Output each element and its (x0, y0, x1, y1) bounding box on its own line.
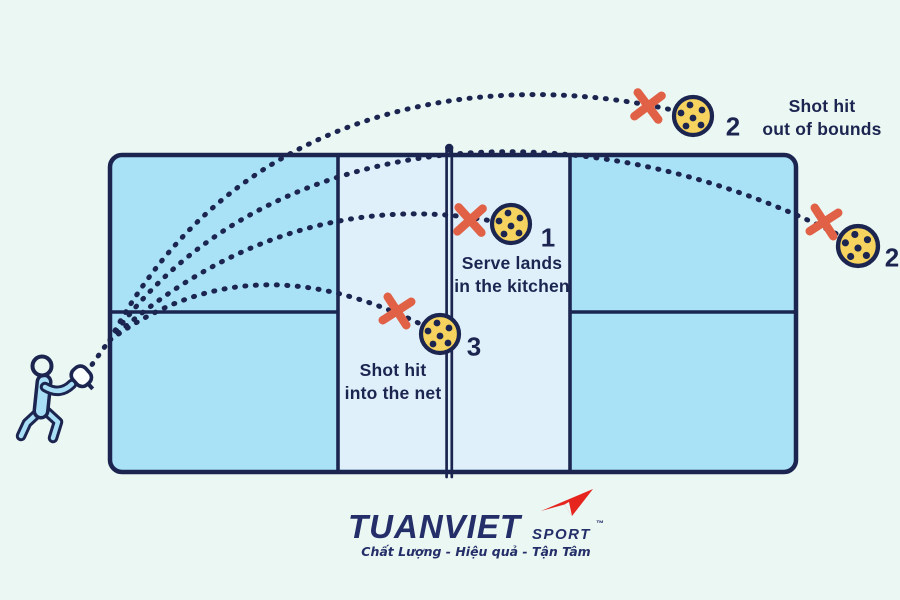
serve-kitchen-label: Serve lands in the kitchen (454, 252, 570, 298)
player-head (30, 354, 54, 378)
ball-number-kitchen: 1 (540, 222, 556, 253)
ball-number-net: 3 (466, 331, 482, 362)
net-shot-label: Shot hit into the net (345, 359, 442, 405)
net-shot-label-line2: into the net (344, 383, 442, 403)
net (445, 143, 454, 479)
logo-tagline: Chất Lượng - Hiệu quả - Tận Tâm (361, 544, 591, 559)
net-post-top (445, 143, 454, 153)
ball-number-out-top: 2 (725, 111, 741, 142)
logo-plane-icon (541, 489, 593, 516)
out-of-bounds-label-line2: out of bounds (762, 119, 882, 139)
player-icon (15, 354, 95, 444)
ball-number-out-right: 2 (884, 242, 900, 273)
pickleball-icon-kitchen (492, 205, 530, 243)
logo-trademark: ™ (596, 519, 604, 528)
paddle-icon (69, 364, 95, 391)
pickleball-icon-net (421, 315, 459, 353)
net-shot-label-line1: Shot hit (359, 360, 427, 380)
trajectory-launch (83, 342, 109, 376)
serve-kitchen-label-line2: in the kitchen (454, 276, 570, 296)
tuanviet-sport-logo: TUANVIET SPORT ™ Chất Lượng - Hiệu quả -… (348, 487, 604, 562)
trajectory-out-right (107, 149, 861, 343)
kitchen-zone (338, 157, 570, 470)
trajectory-out-top (107, 92, 696, 343)
pickleball-icon-out-right (838, 226, 878, 266)
x-mark-icon-out-right (810, 208, 838, 236)
logo-brand-text: TUANVIET (348, 508, 521, 545)
logo-sub-text: SPORT (532, 526, 591, 543)
out-of-bounds-label-line1: Shot hit (788, 96, 856, 116)
pickleball-icon-out-top (674, 97, 712, 135)
out-of-bounds-label: Shot hit out of bounds (762, 95, 881, 141)
serve-kitchen-label-line1: Serve lands (461, 253, 563, 273)
